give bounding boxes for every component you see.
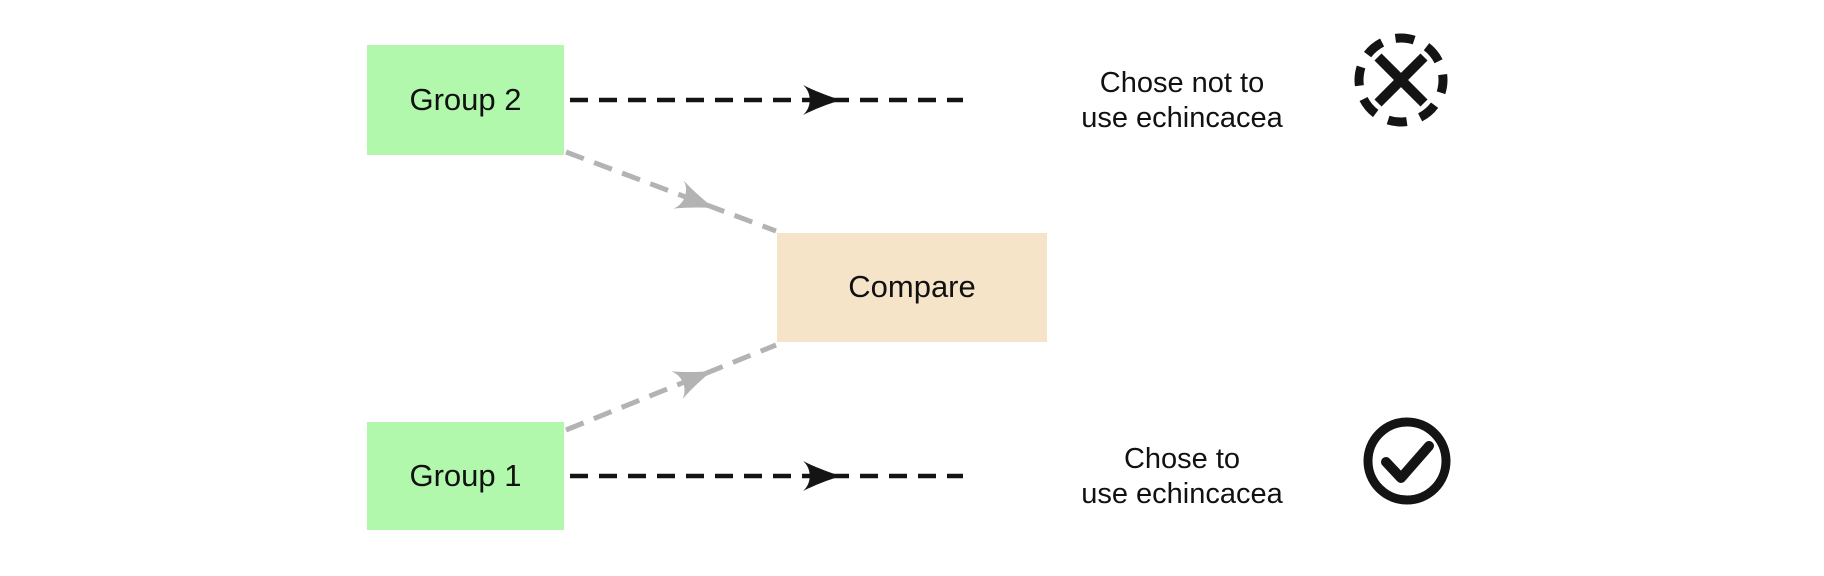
outcome-label-chose-not-to-use: Chose not to use echincacea bbox=[1081, 67, 1283, 134]
check-circle-icon bbox=[1363, 417, 1451, 505]
outcome-label-chose-to-use: Chose to use echincacea bbox=[1081, 443, 1283, 510]
arrowhead-icon bbox=[673, 180, 720, 223]
x-circle-dashed-icon bbox=[1354, 33, 1448, 127]
node-compare-label: Compare bbox=[848, 269, 976, 305]
node-group2: Group 2 bbox=[367, 45, 564, 155]
node-compare: Compare bbox=[777, 233, 1047, 342]
edge-group1-compare bbox=[565, 342, 777, 433]
node-group1-label: Group 1 bbox=[409, 457, 522, 493]
node-group1: Group 1 bbox=[367, 422, 564, 530]
node-group2-label: Group 2 bbox=[409, 81, 522, 117]
edge-group2-compare bbox=[565, 149, 777, 234]
arrowhead-icon bbox=[671, 357, 718, 400]
